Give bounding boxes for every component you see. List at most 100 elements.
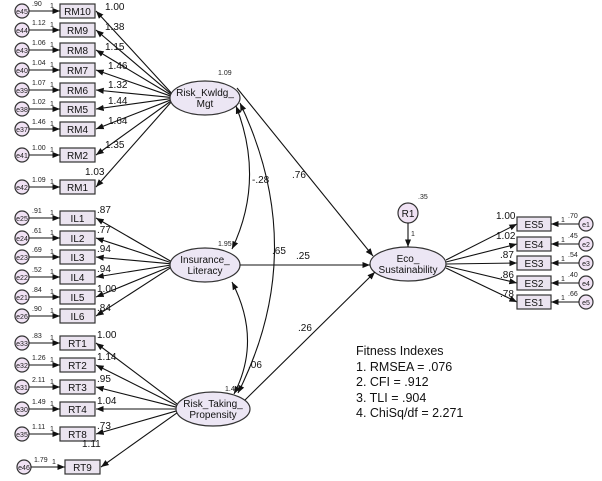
loading-value: 1.04 bbox=[97, 396, 117, 407]
fitness-item: 4. ChiSq/df = 2.271 bbox=[356, 406, 464, 420]
error-weight: 1 bbox=[50, 249, 54, 256]
error-variance: .52 bbox=[32, 267, 42, 274]
loading-arrow bbox=[95, 364, 180, 408]
error-variance: .90 bbox=[32, 1, 42, 8]
error-label: e30 bbox=[16, 407, 28, 414]
loading-value: 1.11 bbox=[82, 439, 101, 450]
error-weight: 1 bbox=[561, 256, 565, 263]
indicator-label: ES4 bbox=[525, 240, 544, 251]
indicator-label: RM1 bbox=[67, 183, 89, 194]
error-label: e22 bbox=[16, 275, 28, 282]
loading-arrow bbox=[95, 10, 172, 93]
loading-arrow bbox=[95, 69, 172, 97]
loading-value: 1.00 bbox=[97, 330, 117, 341]
loading-value: 1.64 bbox=[108, 116, 128, 127]
latent-label: Sustainability bbox=[379, 265, 438, 276]
error-variance: 1.04 bbox=[32, 60, 46, 67]
error-label: e32 bbox=[16, 363, 28, 370]
residual-variance: .35 bbox=[418, 194, 428, 201]
latent-label: Propensity bbox=[189, 410, 236, 421]
loading-arrow bbox=[95, 266, 172, 317]
loading-value: .95 bbox=[97, 374, 111, 385]
error-variance: .40 bbox=[568, 272, 578, 279]
latent-label: Risk_Kwldg_ bbox=[176, 88, 234, 99]
error-variance: 1.12 bbox=[32, 20, 46, 27]
error-label: e42 bbox=[16, 185, 28, 192]
latent-label: Literacy bbox=[187, 266, 222, 277]
error-variance: .61 bbox=[32, 228, 42, 235]
latent-variance: 1.09 bbox=[218, 70, 232, 77]
loading-value: 1.46 bbox=[108, 61, 128, 72]
loading-arrow bbox=[95, 100, 172, 156]
latent-rk bbox=[169, 80, 241, 116]
indicator-label: IL6 bbox=[71, 312, 85, 323]
error-variance: 1.09 bbox=[32, 177, 46, 184]
error-variance: 1.00 bbox=[32, 145, 46, 152]
loading-value: .87 bbox=[500, 250, 514, 261]
path-rt-eco bbox=[244, 271, 376, 401]
error-weight: 1 bbox=[50, 401, 54, 408]
error-label: e43 bbox=[16, 48, 28, 55]
indicator-label: IL1 bbox=[71, 214, 85, 225]
loading-arrow bbox=[445, 223, 518, 261]
loading-value: 1.32 bbox=[108, 80, 128, 91]
error-weight: 1 bbox=[50, 42, 54, 49]
error-variance: 1.46 bbox=[32, 119, 46, 126]
loading-value: .84 bbox=[97, 303, 111, 314]
loading-arrow bbox=[95, 87, 172, 98]
loading-arrow bbox=[445, 242, 518, 263]
indicator-label: RT2 bbox=[68, 361, 87, 372]
error-variance: .66 bbox=[568, 291, 578, 298]
loading-arrow bbox=[445, 265, 518, 285]
error-label: e46 bbox=[18, 465, 30, 472]
error-label: e35 bbox=[16, 432, 28, 439]
indicator-label: RT4 bbox=[68, 405, 87, 416]
error-variance: .54 bbox=[568, 252, 578, 259]
indicator-label: RT9 bbox=[73, 463, 92, 474]
indicator-label: ES3 bbox=[525, 259, 544, 270]
loading-value: .87 bbox=[97, 205, 111, 216]
indicator-label: RT8 bbox=[68, 430, 87, 441]
error-weight: 1 bbox=[50, 121, 54, 128]
error-variance: 2.11 bbox=[32, 377, 45, 384]
loading-value: .73 bbox=[97, 421, 111, 432]
error-variance: 1.07 bbox=[32, 80, 46, 87]
covariance-il-rt bbox=[231, 281, 249, 395]
loading-arrow bbox=[95, 237, 172, 264]
loading-arrow bbox=[100, 410, 180, 468]
indicator-label: RM6 bbox=[67, 86, 89, 97]
loading-value: 1.02 bbox=[496, 231, 516, 242]
error-label: e38 bbox=[16, 107, 28, 114]
loading-arrow bbox=[95, 342, 180, 406]
error-weight: 1 bbox=[50, 3, 54, 10]
loading-arrow bbox=[95, 217, 172, 262]
latent-variance: 1.95 bbox=[218, 241, 232, 248]
error-weight: 1 bbox=[50, 179, 54, 186]
error-label: e4 bbox=[582, 281, 590, 288]
error-label: e2 bbox=[582, 242, 590, 249]
error-label: e5 bbox=[582, 300, 590, 307]
loading-value: 1.00 bbox=[105, 2, 125, 13]
indicator-label: ES2 bbox=[525, 279, 544, 290]
error-weight: 1 bbox=[50, 22, 54, 29]
loading-value: 1.44 bbox=[108, 96, 128, 107]
loading-arrow bbox=[95, 385, 180, 409]
error-weight: 1 bbox=[50, 357, 54, 364]
error-variance: .84 bbox=[32, 287, 42, 294]
fitness-indexes: Fitness Indexes 1. RMSEA = .076 2. CFI =… bbox=[356, 344, 463, 422]
loading-value: .86 bbox=[500, 270, 514, 281]
error-weight: 1 bbox=[50, 379, 54, 386]
indicator-label: IL3 bbox=[71, 253, 85, 264]
indicator-label: RM7 bbox=[67, 66, 89, 77]
error-label: e23 bbox=[16, 255, 28, 262]
loading-arrow bbox=[95, 254, 172, 265]
indicator-label: ES1 bbox=[525, 298, 544, 309]
error-label: e26 bbox=[16, 314, 28, 321]
error-label: e41 bbox=[16, 153, 28, 160]
error-variance: .70 bbox=[568, 213, 578, 220]
residual-label: R1 bbox=[402, 209, 415, 220]
error-label: e3 bbox=[582, 261, 590, 268]
error-label: e21 bbox=[16, 295, 28, 302]
error-weight: 1 bbox=[561, 295, 565, 302]
indicator-label: RM4 bbox=[67, 125, 89, 136]
